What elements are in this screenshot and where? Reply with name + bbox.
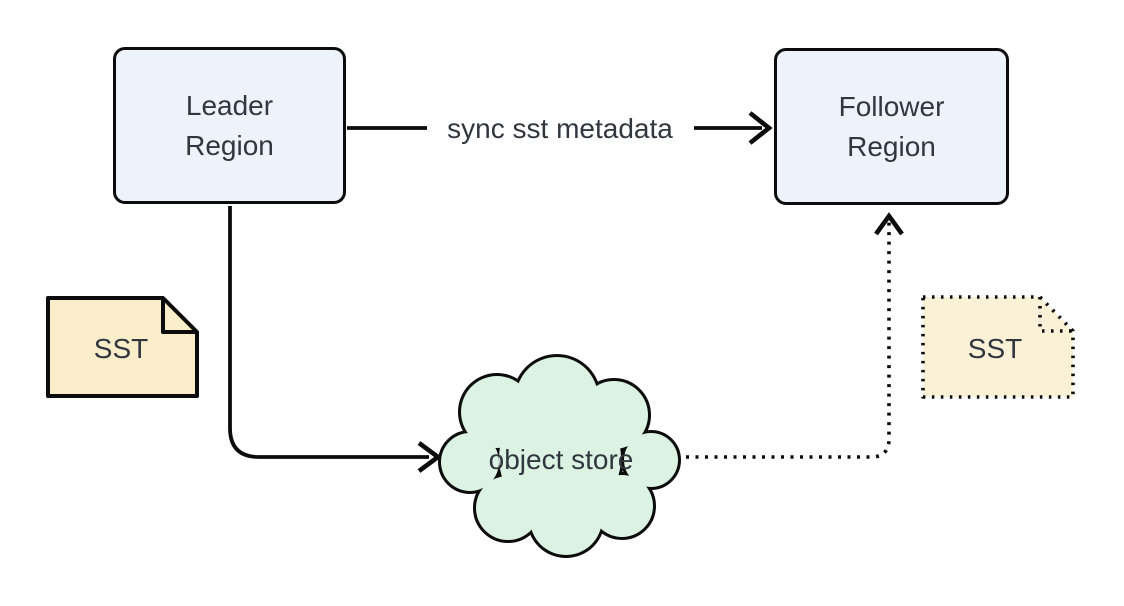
edge-sync-metadata-label: sync sst metadata xyxy=(447,113,673,145)
follower-label-line1: Follower xyxy=(838,90,945,122)
edge-upload-line xyxy=(228,206,429,459)
leader-label-line1: Leader xyxy=(185,89,274,121)
sst-source-document-icon xyxy=(46,296,199,398)
object-store-cloud-icon xyxy=(438,354,681,558)
arrowhead-right-icon xyxy=(417,441,442,473)
edge-upload-sst xyxy=(228,206,442,473)
leader-label-line2: Region xyxy=(185,129,274,161)
node-leader-region: Leader Region xyxy=(113,47,346,204)
arrowhead-right-icon xyxy=(748,111,773,145)
edge-sync-metadata xyxy=(347,111,773,145)
node-follower-region: Follower Region xyxy=(774,48,1009,205)
object-store-label: object store xyxy=(488,444,634,476)
sst-replica-label: SST xyxy=(967,333,1023,365)
edge-replicate-line xyxy=(686,222,891,459)
follower-label-line2: Region xyxy=(847,130,936,162)
arrowhead-up-icon xyxy=(874,212,904,236)
follower-region-label: Follower Region xyxy=(839,87,945,167)
edge-replicate-sst xyxy=(686,212,904,459)
sst-replica-document-icon xyxy=(921,295,1075,399)
leader-region-label: Leader Region xyxy=(185,86,274,166)
sst-source-label: SST xyxy=(93,333,149,365)
